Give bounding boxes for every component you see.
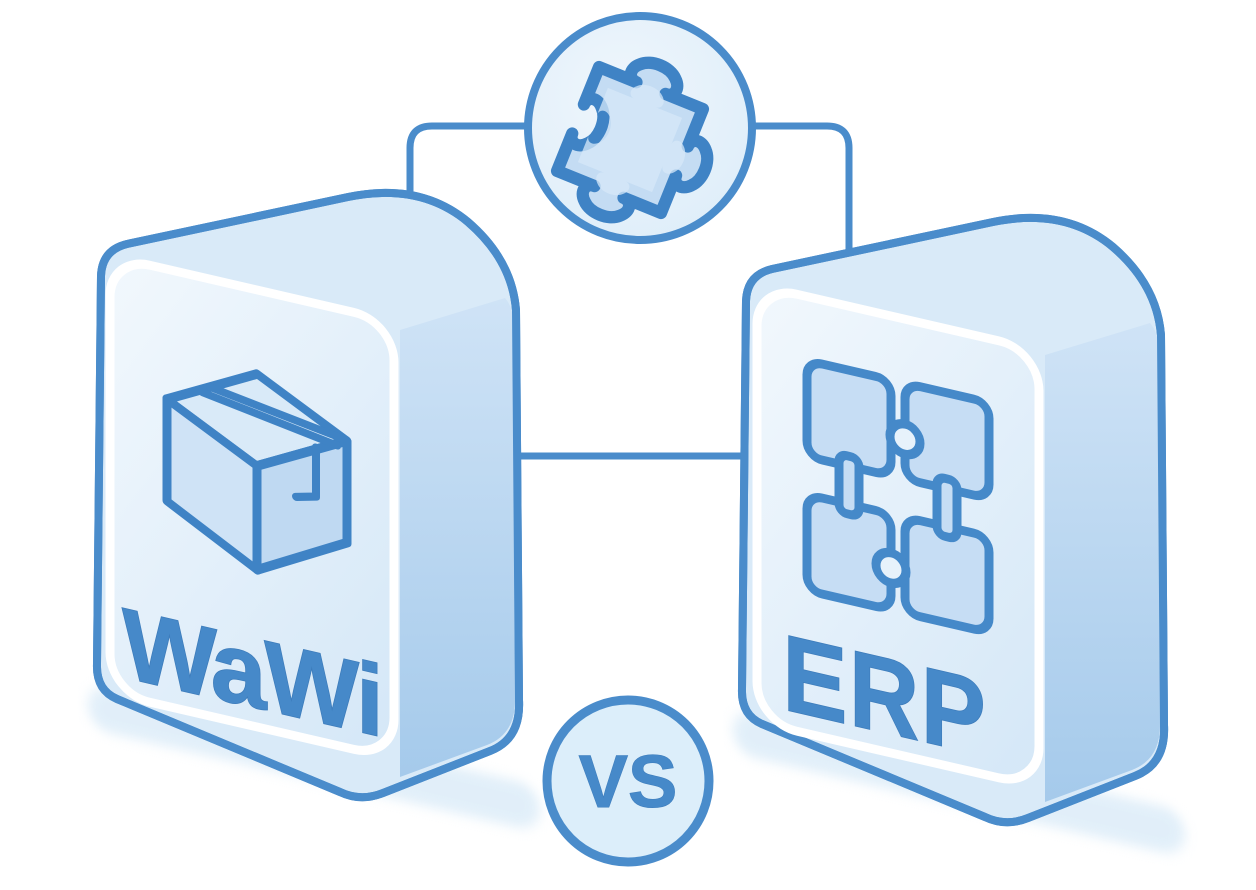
connected-modules-icon [802,358,994,635]
wawi-box-side-shade [400,298,516,777]
versus-badge: VS [542,695,714,867]
connector-lines [406,122,853,460]
wawi-box: WaWi [97,193,519,797]
erp-box-side-shade [1045,323,1161,802]
package-box-icon [162,369,352,575]
vs-badge-circle [542,695,714,867]
connector-left [406,122,534,222]
integration-badge [524,12,756,244]
vs-label: VS [579,740,678,823]
connector-right [746,122,853,270]
erp-box: ERP [742,218,1164,822]
puzzle-piece-icon [550,56,714,224]
